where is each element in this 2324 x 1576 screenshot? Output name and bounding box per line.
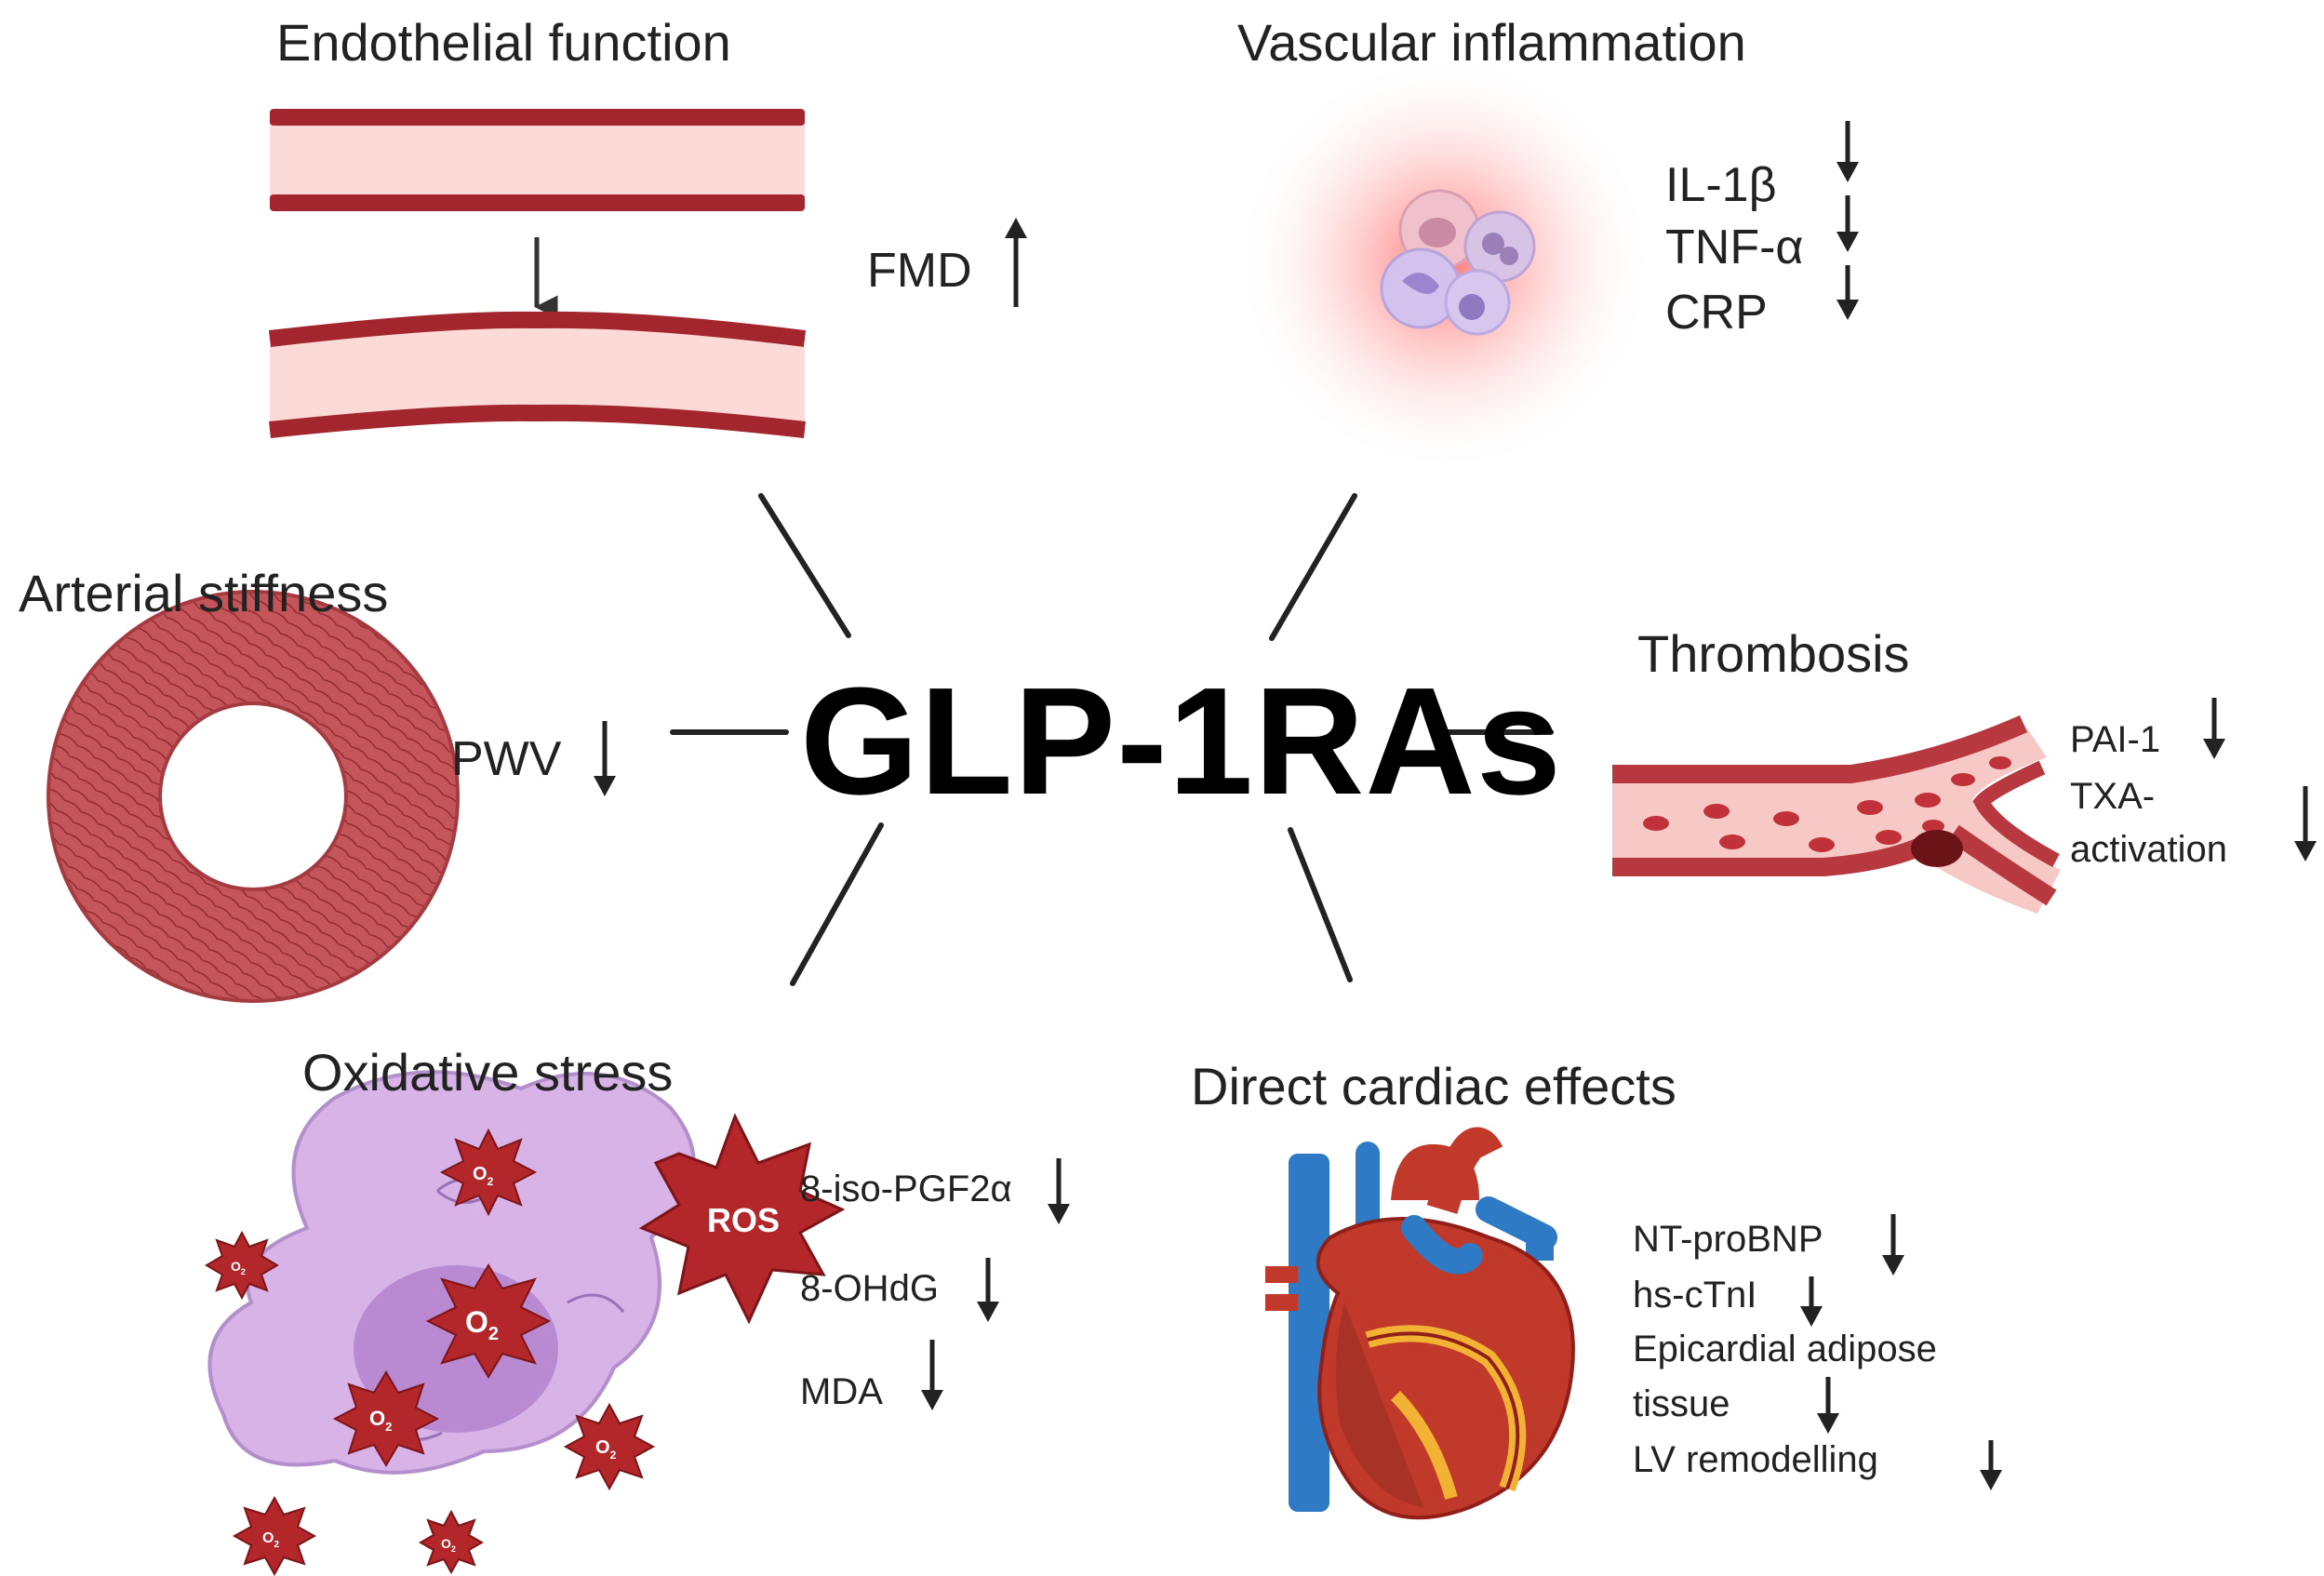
inflammation-title: Vascular inflammation xyxy=(1237,13,1746,72)
tnfa-label: TNF-α xyxy=(1665,220,1804,274)
lv-remodelling-label: LV remodelling xyxy=(1633,1439,1878,1480)
arrow-tnfa-down xyxy=(1836,195,1859,252)
arrow-pai1-down xyxy=(2203,698,2225,759)
spoke-oxidative xyxy=(790,822,884,986)
arrow-il1b-down xyxy=(1836,121,1859,182)
epicardial-label: Epicardial adipose xyxy=(1633,1329,1937,1369)
superoxide-label: O2 xyxy=(595,1437,617,1462)
endothelial-title: Endothelial function xyxy=(276,13,731,72)
arrow-8ohdg-down xyxy=(977,1258,999,1322)
clot xyxy=(1911,830,1963,867)
superoxide-label: O2 xyxy=(369,1407,392,1434)
endothelial-vessels xyxy=(268,109,807,438)
crp-label: CRP xyxy=(1665,286,1768,340)
arrow-crp-down xyxy=(1836,265,1859,320)
arrow-8iso-down xyxy=(1048,1158,1070,1224)
superoxide-label: O2 xyxy=(262,1530,279,1550)
arrow-epicardial-down xyxy=(1817,1377,1839,1434)
spoke-lines xyxy=(670,493,1554,986)
ros-burst xyxy=(638,1113,846,1325)
hsctni-label: hs-cTnI xyxy=(1633,1275,1757,1316)
oxidative-cell xyxy=(207,1070,696,1475)
superoxide-stars xyxy=(205,1128,656,1576)
thrombosis-title: Thrombosis xyxy=(1637,624,1910,683)
center-label: GLP-1RAs xyxy=(800,656,1563,826)
arrow-hsctni-down xyxy=(1800,1276,1823,1327)
oxidative-title: Oxidative stress xyxy=(302,1043,674,1102)
thrombosis-vessel xyxy=(1612,715,2061,914)
arrow-txa-down xyxy=(2294,786,2317,861)
stiffness-title: Arterial stiffness xyxy=(19,564,389,622)
inflammation-cells xyxy=(1235,54,1654,473)
spoke-cardiac xyxy=(1288,827,1353,982)
superoxide-label: O2 xyxy=(473,1164,494,1188)
8iso-label: 8-iso-PGF2α xyxy=(800,1169,1012,1209)
superoxide-label: O2 xyxy=(231,1259,246,1276)
superoxide-labels: O2 O2 O2 O2 O2 O2 O2 xyxy=(231,1164,617,1554)
pai1-label: PAI-1 xyxy=(2070,719,2161,760)
mda-label: MDA xyxy=(800,1371,883,1412)
8ohdg-label: 8-OHdG xyxy=(800,1268,939,1309)
indicator-arrows xyxy=(594,121,2317,1490)
spoke-endothelial xyxy=(758,493,851,638)
superoxide-label: O2 xyxy=(441,1536,456,1554)
ntprobnp-label: NT-proBNP xyxy=(1633,1219,1823,1260)
arrow-pwv-down xyxy=(594,721,616,796)
cardiac-title: Direct cardiac effects xyxy=(1191,1057,1676,1115)
heart-illustration xyxy=(1265,1127,1575,1520)
arrow-fmd-up xyxy=(1005,218,1027,307)
tissue-label: tissue xyxy=(1633,1383,1730,1424)
arrow-lv-down xyxy=(1980,1440,2002,1490)
fmd-label: FMD xyxy=(867,244,972,298)
superoxide-label: O2 xyxy=(465,1305,499,1344)
il1b-label: IL-1β xyxy=(1665,158,1777,212)
arrow-mda-down xyxy=(921,1340,943,1410)
activation-label: activation xyxy=(2070,829,2227,870)
pwv-label: PWV xyxy=(451,732,562,786)
ros-label: ROS xyxy=(707,1201,780,1239)
arrow-ntprobnp-down xyxy=(1882,1214,1904,1275)
txa-label: TXA- xyxy=(2070,776,2156,817)
arterial-ring xyxy=(47,590,460,1003)
spoke-inflammation xyxy=(1269,493,1357,641)
